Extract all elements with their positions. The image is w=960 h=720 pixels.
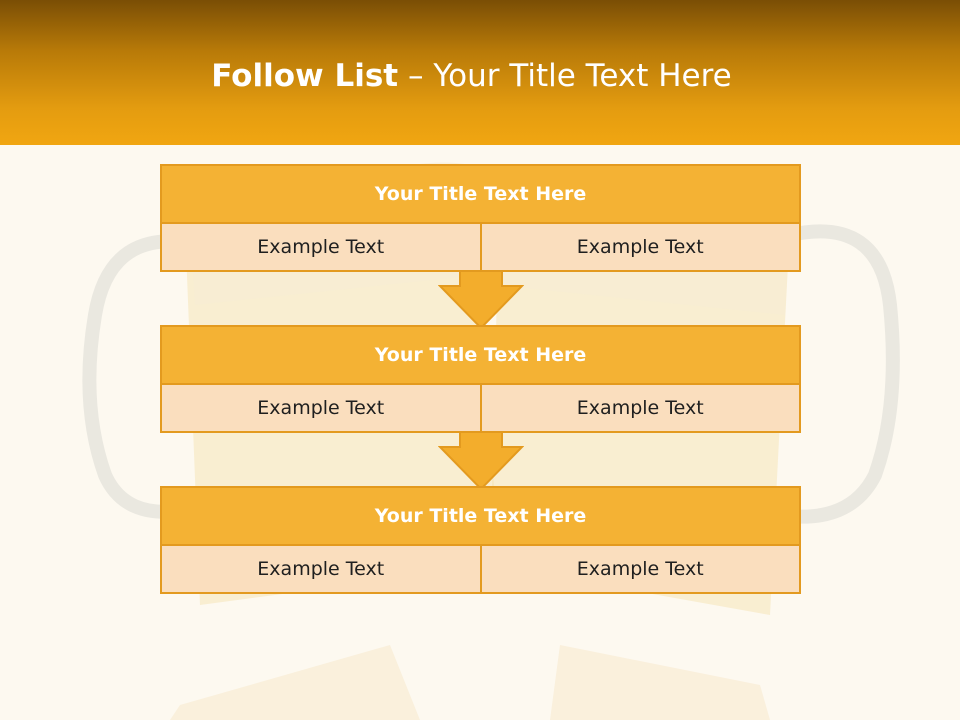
step-block-3: Your Title Text Here Example Text Exampl… [160, 486, 801, 594]
right-mug-reflection [550, 645, 770, 720]
step-3-left-text: Example Text [162, 546, 480, 592]
header-banner [0, 0, 960, 145]
step-2-right-text: Example Text [479, 385, 799, 431]
slide-title: Follow List – Your Title Text Here [0, 56, 943, 96]
step-block-1: Your Title Text Here Example Text Exampl… [160, 164, 801, 272]
step-1-right-text: Example Text [479, 224, 799, 270]
step-title-1: Your Title Text Here [162, 166, 799, 224]
left-mug-reflection [170, 645, 420, 720]
left-mug-handle [82, 234, 202, 519]
down-arrow-2 [438, 431, 524, 491]
step-1-left-text: Example Text [162, 224, 480, 270]
slide-title-rest: – Your Title Text Here [398, 58, 732, 94]
step-2-left-text: Example Text [162, 385, 480, 431]
step-3-right-text: Example Text [479, 546, 799, 592]
step-cells-2: Example Text Example Text [162, 385, 799, 431]
step-cells-1: Example Text Example Text [162, 224, 799, 270]
step-title-3: Your Title Text Here [162, 488, 799, 546]
step-block-2: Your Title Text Here Example Text Exampl… [160, 325, 801, 433]
slide-title-bold: Follow List [211, 58, 399, 94]
right-mug-handle [779, 224, 900, 524]
step-title-2: Your Title Text Here [162, 327, 799, 385]
step-cells-3: Example Text Example Text [162, 546, 799, 592]
down-arrow-1 [438, 270, 524, 330]
